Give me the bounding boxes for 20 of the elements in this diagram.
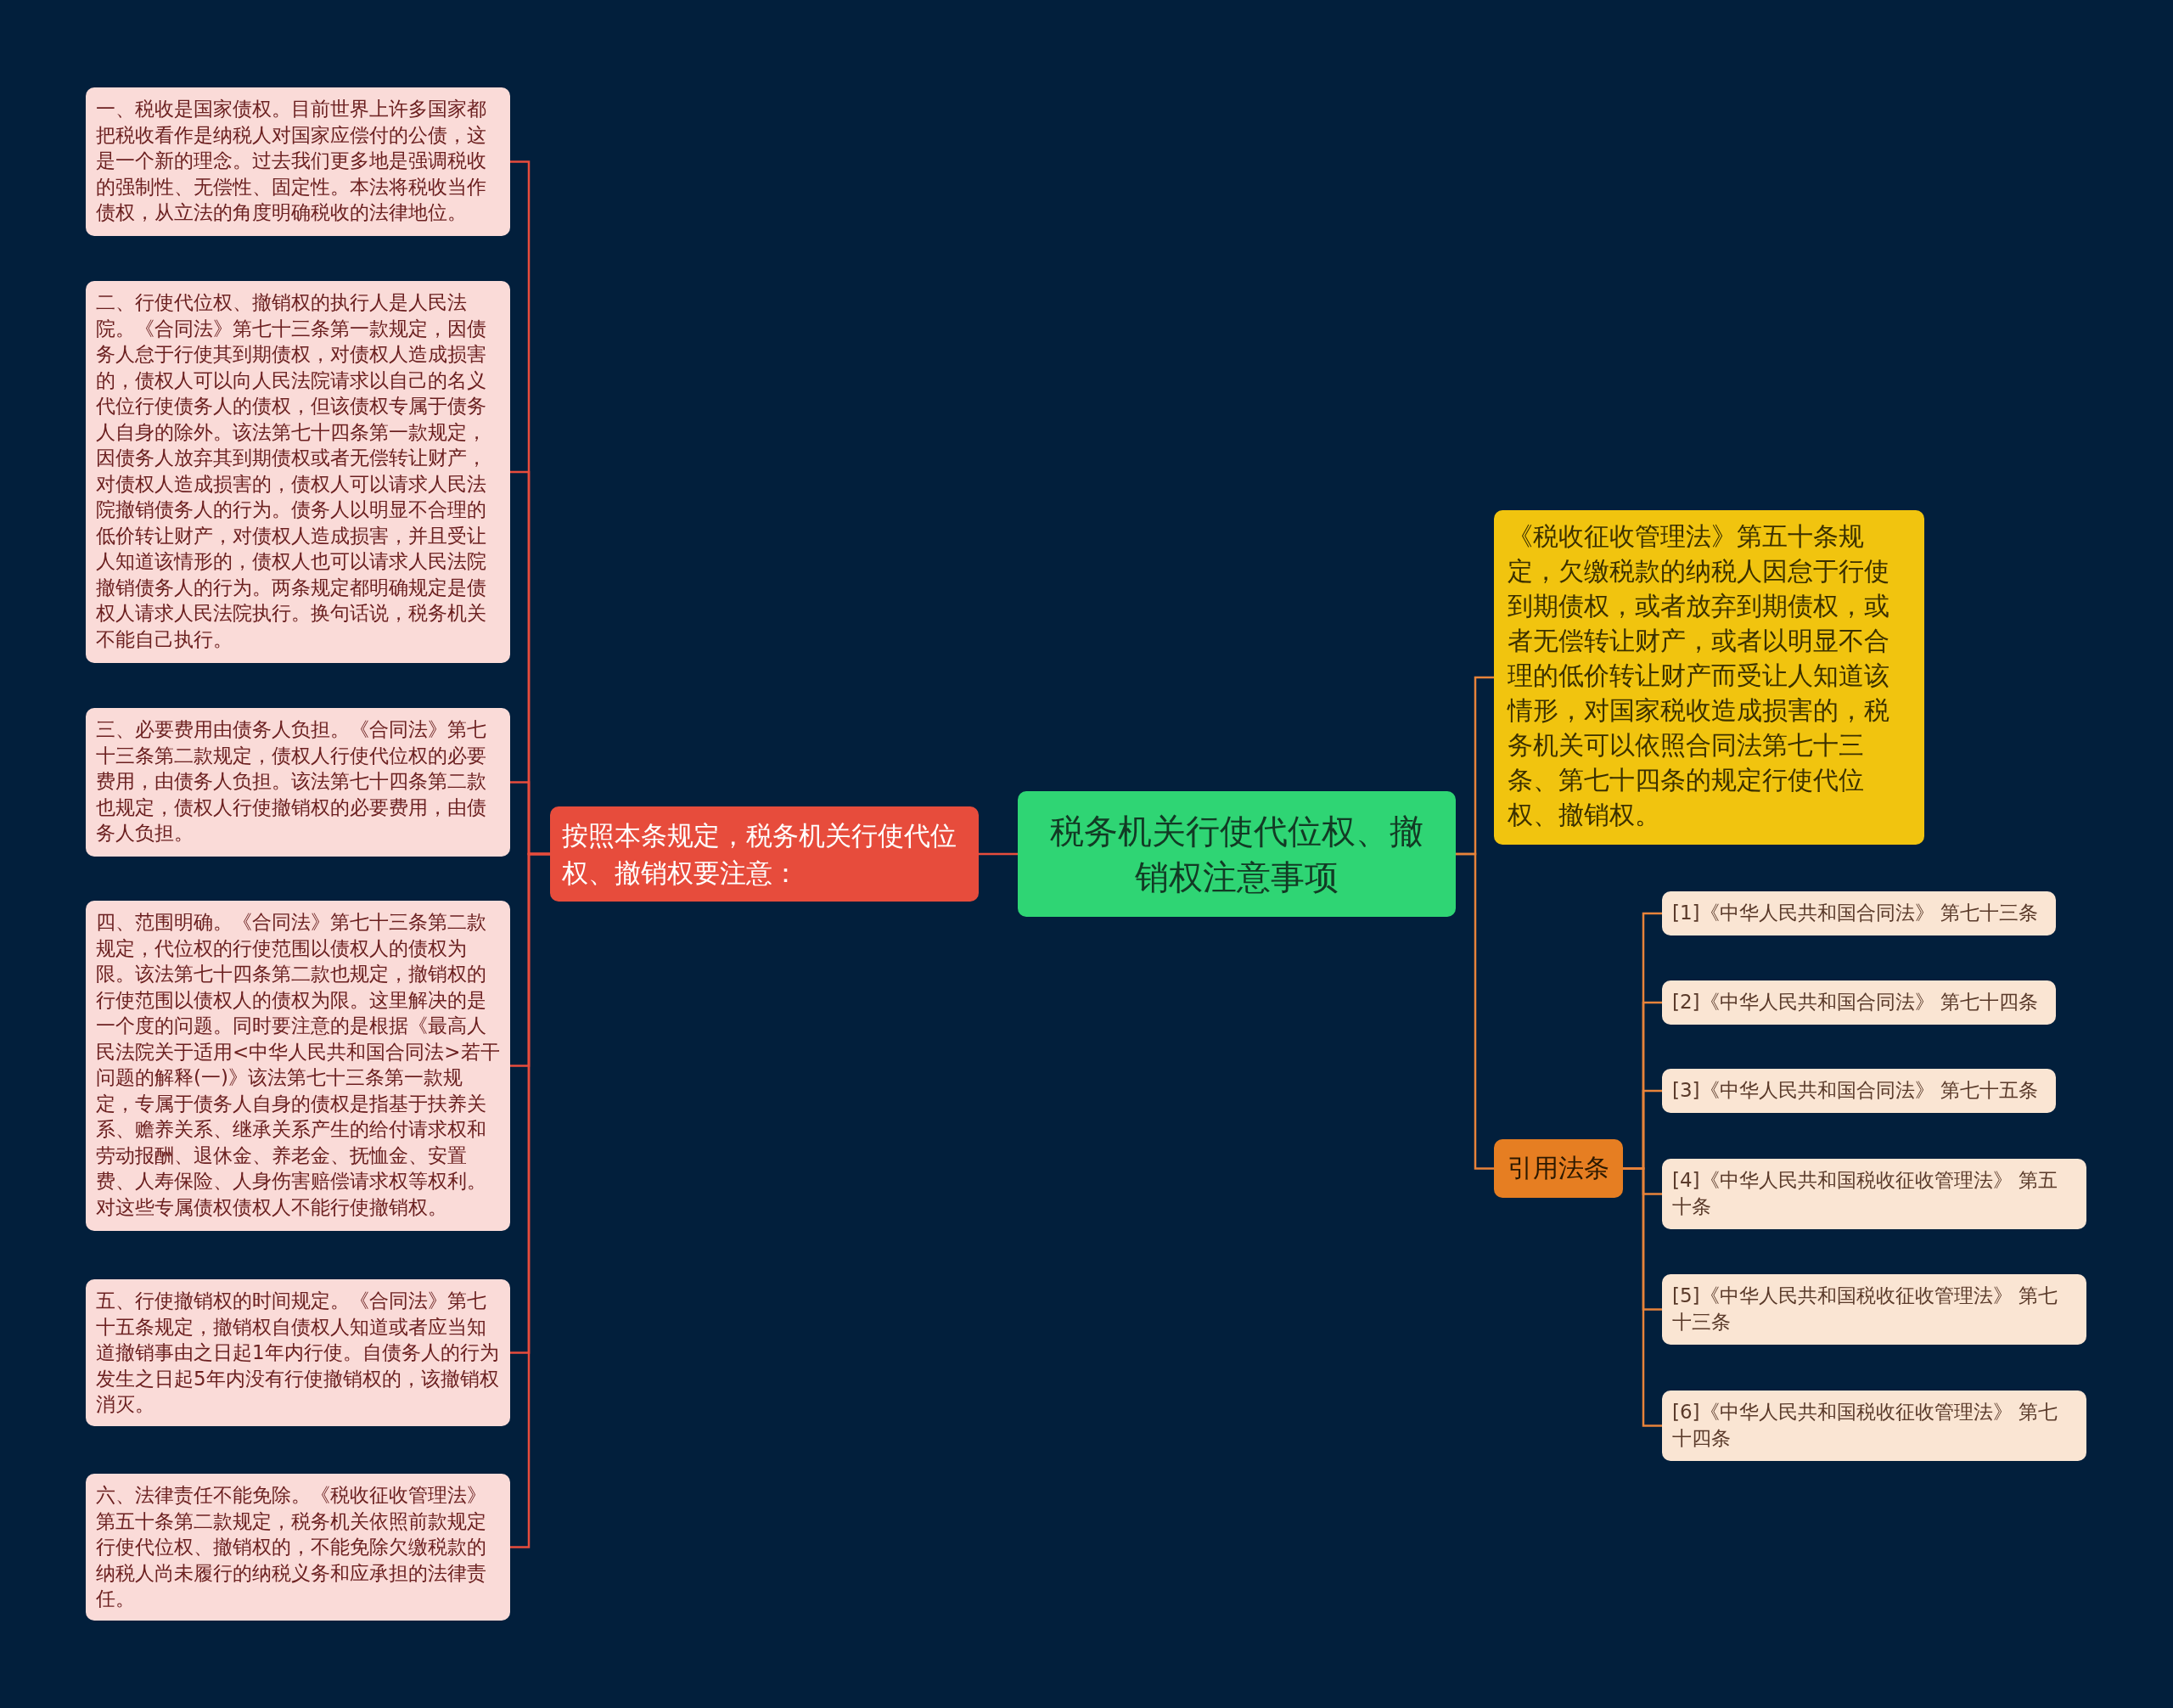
note-card: 一、税收是国家债权。目前世界上许多国家都把税收看作是纳税人对国家应偿付的公债，这是一个新的理念。过去我们更多地是强调税收的强制性、无偿性、固定性。本法将税收当作债权，从立法的角度明确税收的法律地位。	[86, 87, 510, 236]
reference-tag: [6]《中华人民共和国税收征收管理法》 第七十四条	[1662, 1391, 2086, 1461]
connector-line	[979, 852, 1018, 856]
reference-tag: [5]《中华人民共和国税收征收管理法》 第七十三条	[1662, 1274, 2086, 1345]
reference-tag: [3]《中华人民共和国合同法》 第七十五条	[1662, 1069, 2056, 1113]
note-card: 二、行使代位权、撤销权的执行人是人民法院。《合同法》第七十三条第一款规定，因债务人怠于行使其到期债权，对债权人造成损害的，债权人可以向人民法院请求以自己的名义代位行使债务人的债权，但该债权专属于债务人自身的除外。该法第七十四条第一款规定，因债务人放弃其到期债权或者无偿转让财产，对债权人造成损害的，债权人可以请求人民法院撤销债务人的行为。债务人以明显不合理的低价转让财产，对债权人造成损害，并且受让人知道该情形的，债权人也可以请求人民法院撤销债务人的行为。两条规定都明确规定是债权人请求人民法院执行。换句话说，税务机关不能自己执行。	[86, 281, 510, 663]
connector-line	[1456, 852, 1494, 1170]
connector-line	[510, 852, 550, 1548]
note-card: 三、必要费用由债务人负担。《合同法》第七十三条第二款规定，债权人行使代位权的必要费用，由债务人负担。该法第七十四条第二款也规定，债权人行使撤销权的必要费用，由债务人负担。	[86, 708, 510, 857]
central-topic: 税务机关行使代位权、撤销权注意事项	[1018, 791, 1456, 917]
reference-tag: [4]《中华人民共和国税收征收管理法》 第五十条	[1662, 1159, 2086, 1229]
note-card: 四、范围明确。《合同法》第七十三条第二款规定，代位权的行使范围以债权人的债权为限。该法第七十四条第二款也规定，撤销权的行使范围以债权人的债权为限。这里解决的是一个度的问题。同时要注意的是根据《最高人民法院关于适用<中华人民共和国合同法>若干问题的解释(一)》该法第七十三条第一款规定，专属于债务人自身的债权是指基于扶养关系、赡养关系、继承关系产生的给付请求权和劳动报酬、退休金、养老金、抚恤金、安置费、人寿保险、人身伤害赔偿请求权等权利。对这些专属债权债权人不能行使撤销权。	[86, 901, 510, 1231]
connector-line	[1623, 1167, 1662, 1427]
note-card: 六、法律责任不能免除。《税收征收管理法》第五十条第二款规定，税务机关依照前款规定行使代位权、撤销权的，不能免除欠缴税款的纳税人尚未履行的纳税义务和应承担的法律责任。	[86, 1474, 510, 1621]
note-card: 五、行使撤销权的时间规定。《合同法》第七十五条规定，撤销权自债权人知道或者应当知道撤销事由之日起1年内行使。自债务人的行为发生之日起5年内没有行使撤销权的，该撤销权消灭。	[86, 1279, 510, 1426]
reference-tag: [2]《中华人民共和国合同法》 第七十四条	[1662, 980, 2056, 1025]
reference-tag: [1]《中华人民共和国合同法》 第七十三条	[1662, 891, 2056, 935]
summary-card: 《税收征收管理法》第五十条规定，欠缴税款的纳税人因怠于行使到期债权，或者放弃到期债权，或者无偿转让财产，或者以明显不合理的低价转让财产而受让人知道该情形，对国家税收造成损害的，税务机关可以依照合同法第七十三条、第七十四条的规定行使代位权、撤销权。	[1494, 510, 1924, 845]
branch-topic: 按照本条规定，税务机关行使代位权、撤销权要注意：	[550, 806, 979, 902]
branch-topic: 引用法条	[1494, 1139, 1623, 1198]
